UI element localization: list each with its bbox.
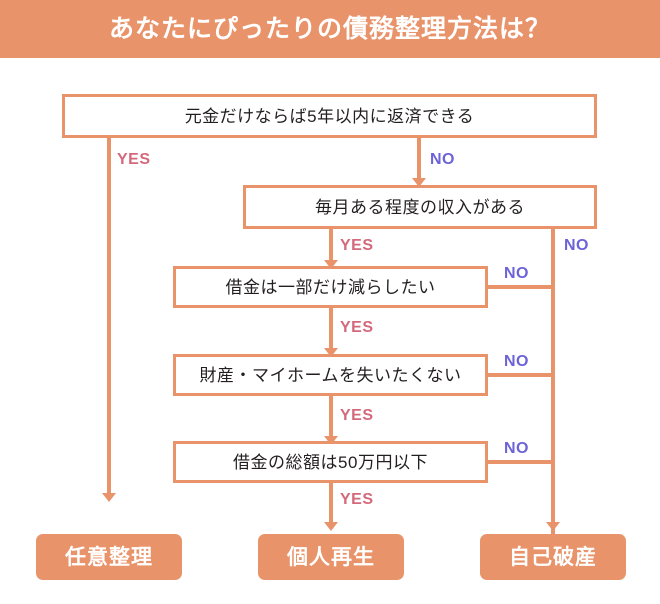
result-box-jiko-hasan[interactable]: 自己破産 [480,534,626,580]
branch-label-q3-no: NO [504,265,529,282]
question-box-3: 借金は一部だけ減らしたい [173,266,488,308]
page-header: あなたにぴったりの債務整理方法は？ [0,0,660,58]
connector-q5-yes-arrow [324,522,338,531]
connector-q5-yes-line [329,483,333,522]
branch-label-q5-no: NO [504,440,529,457]
branch-label-q3-yes: YES [340,319,374,336]
connector-no-trunk-line [551,229,555,534]
branch-label-q1-yes: YES [117,151,151,168]
result-box-nini-seiri-label: 任意整理 [65,545,153,569]
connector-q4-no-line [488,373,553,377]
connector-q1-no-line [417,138,421,180]
question-box-5-label: 借金の総額は50万円以下 [233,452,428,472]
branch-label-q2-no: NO [564,237,589,254]
connector-no-trunk-arrow [546,522,560,531]
question-box-3-label: 借金は一部だけ減らしたい [225,277,436,297]
connector-q4-yes-arrow [324,436,338,445]
question-box-1-label: 元金だけならば5年以内に返済できる [184,106,475,126]
connector-q1-yes-line [107,138,111,495]
result-box-jiko-hasan-label: 自己破産 [509,545,597,569]
result-box-kojin-saisei[interactable]: 個人再生 [258,534,404,580]
connector-q1-no-arrow [412,178,426,187]
question-box-2: 毎月ある程度の収入がある [243,185,597,229]
question-box-2-label: 毎月ある程度の収入がある [315,197,525,217]
connector-q5-no-line [488,460,553,464]
connector-q3-yes-arrow [324,348,338,357]
question-box-4: 財産・マイホームを失いたくない [173,354,488,396]
question-box-1: 元金だけならば5年以内に返済できる [62,94,597,138]
connector-q2-yes-arrow [324,260,338,269]
question-box-4-label: 財産・マイホームを失いたくない [199,365,462,385]
result-box-kojin-saisei-label: 個人再生 [287,545,375,569]
branch-label-q1-no: NO [430,151,455,168]
result-box-nini-seiri[interactable]: 任意整理 [36,534,182,580]
connector-q3-no-line [488,285,553,289]
connector-q3-yes-line [329,308,333,350]
branch-label-q4-no: NO [504,353,529,370]
page-title: あなたにぴったりの債務整理方法は？ [108,14,551,43]
branch-label-q2-yes: YES [340,237,374,254]
connector-q2-yes-line [329,229,333,263]
connector-q1-yes-arrow [102,493,116,502]
branch-label-q5-yes: YES [340,491,374,508]
question-box-5: 借金の総額は50万円以下 [173,441,488,483]
branch-label-q4-yes: YES [340,407,374,424]
connector-q4-yes-line [329,396,333,438]
